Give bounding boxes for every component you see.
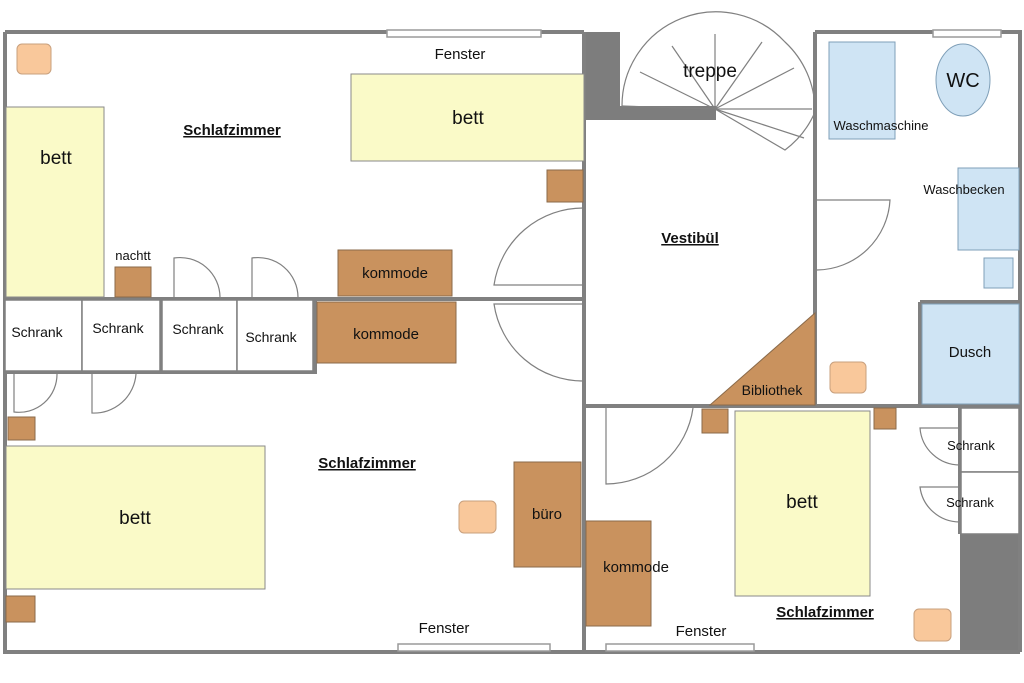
door-arc-3 (493, 207, 585, 286)
bed-top-left (5, 106, 105, 298)
label-fenster-bottom-left: Fenster (419, 620, 470, 637)
nightstand-mid-1 (7, 416, 36, 441)
door-arc-6 (91, 373, 137, 414)
wc-toilet (935, 43, 991, 117)
door-arc-9 (919, 427, 961, 466)
waschbecken (957, 167, 1020, 251)
label-kommode-top: kommode (362, 265, 428, 282)
label-buero: büro (532, 506, 562, 523)
bed-middle (5, 445, 266, 590)
window-bottom-right (605, 643, 755, 652)
schrank-box-2 (81, 299, 161, 372)
lamp-bottom-right (913, 608, 952, 642)
label-treppe: treppe (683, 61, 737, 82)
room-schlafzimmer-top: Schlafzimmer (183, 122, 281, 139)
label-bett-bottom-right: bett (786, 492, 818, 513)
door-arc-1 (173, 256, 221, 298)
window-top (386, 29, 542, 38)
room-schlafzimmer-bottom-right: Schlafzimmer (776, 604, 874, 621)
bed-bottom-right (734, 410, 871, 597)
waschbecken-small (983, 257, 1014, 289)
bibliothek-shelf (708, 311, 816, 406)
door-arc-10 (919, 486, 961, 523)
stair-wall-bar (584, 106, 716, 120)
label-nachtt: nachtt (115, 248, 151, 263)
kommode-top (337, 249, 453, 297)
waschmaschine (828, 41, 896, 140)
label-schrank-4: Schrank (245, 329, 297, 345)
door-arc-5 (13, 373, 58, 413)
label-waschmaschine: Waschmaschine (834, 118, 929, 133)
label-schrank-5: Schrank (947, 438, 995, 453)
door-arc-4 (493, 303, 585, 382)
nightstand-br-1 (701, 408, 729, 434)
label-schrank-1: Schrank (11, 324, 63, 340)
bed-top-right (350, 73, 585, 162)
kommode-bottom (585, 520, 652, 627)
nightstand-br-2 (873, 407, 897, 430)
kommode-middle (316, 301, 457, 364)
label-fenster-bottom-right: Fenster (676, 623, 727, 640)
stair-outline (621, 11, 816, 151)
label-kommode-middle: kommode (353, 326, 419, 343)
nightstand-top-right (546, 169, 584, 203)
label-waschbecken: Waschbecken (923, 182, 1004, 197)
stair-wall-block (584, 32, 620, 120)
door-arc-2 (251, 256, 299, 298)
label-schrank-3: Schrank (172, 321, 224, 337)
label-bibliothek: Bibliothek (742, 382, 804, 398)
label-bett-top-left: bett (40, 148, 72, 169)
window-bottom-left (397, 643, 551, 652)
room-vestibuel: Vestibül (661, 230, 719, 247)
label-dusch: Dusch (949, 344, 992, 361)
label-wc: WC (946, 70, 979, 92)
corner-wall-block (960, 534, 1020, 652)
schrank-box-1 (4, 299, 83, 372)
schrank-box-4 (236, 299, 314, 372)
nachttisch (114, 266, 152, 298)
schrank-box-6 (960, 471, 1020, 535)
lamp-middle (458, 500, 497, 534)
label-kommode-bottom: kommode (603, 559, 669, 576)
label-bett-top-right: bett (452, 108, 484, 129)
label-bett-middle: bett (119, 508, 151, 529)
buero-desk (513, 461, 582, 568)
door-arc-7 (816, 199, 891, 271)
lamp-top-left (16, 43, 52, 75)
nightstand-mid-2 (5, 595, 36, 623)
label-schrank-2: Schrank (92, 320, 144, 336)
dusche (921, 303, 1020, 405)
stair-steps (621, 34, 812, 139)
window-bathroom (932, 29, 1002, 38)
door-arc-8 (605, 407, 694, 485)
room-schlafzimmer-middle: Schlafzimmer (318, 455, 416, 472)
lamp-bathroom (829, 361, 867, 394)
label-schrank-6: Schrank (946, 495, 994, 510)
label-fenster-top: Fenster (435, 46, 486, 63)
schrank-box-5 (960, 407, 1020, 473)
